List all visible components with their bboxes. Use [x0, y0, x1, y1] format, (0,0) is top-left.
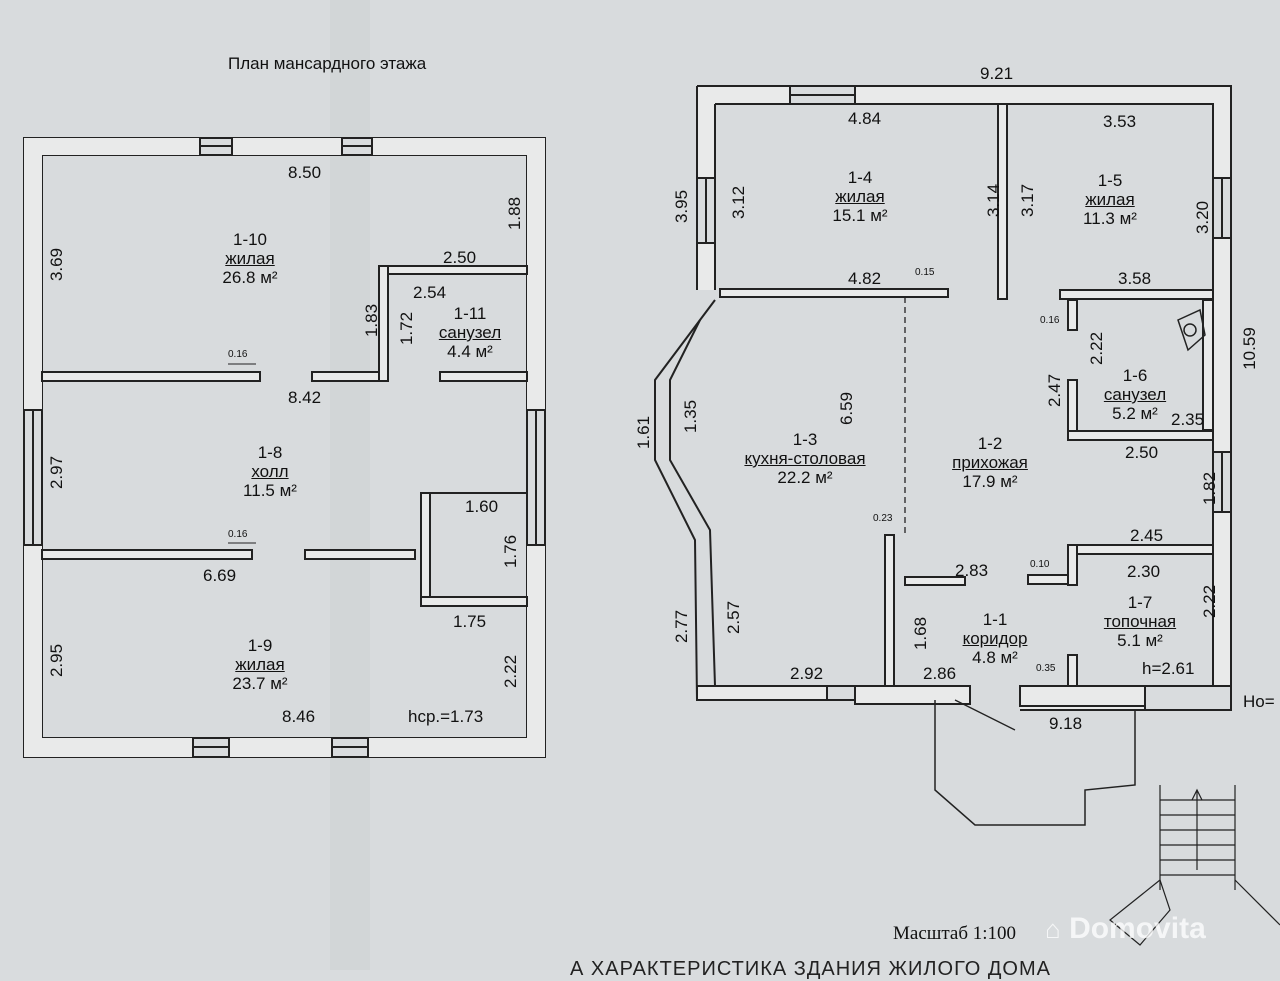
- house-icon: ⌂: [1045, 914, 1061, 944]
- dim-label: 1.60: [465, 497, 499, 516]
- dim-label: 0.23: [873, 513, 893, 524]
- dim-label: 2.77: [672, 609, 692, 644]
- dim-label: 0.10: [1030, 559, 1050, 570]
- dim-label: 3.69: [47, 247, 67, 282]
- dim-label: 3.58: [1118, 269, 1152, 288]
- height-label: hср.=1.73: [408, 707, 484, 726]
- dim-label: 2.97: [47, 455, 67, 490]
- dim-label: 2.22: [501, 654, 521, 689]
- dim-label: 1.76: [501, 534, 521, 569]
- dim-label: 3.14: [984, 183, 1004, 218]
- dim-label: 3.53: [1103, 112, 1137, 131]
- dim-label: 0.16: [228, 349, 248, 360]
- dim-label: 0.16: [228, 529, 248, 540]
- dim-label: 9.21: [980, 64, 1014, 83]
- dim-label: 3.95: [672, 189, 692, 224]
- attic-plan-walls: [23, 137, 546, 758]
- dim-label: 1.68: [911, 616, 931, 651]
- dim-label: 1.75: [453, 612, 487, 631]
- dim-label: 9.18: [1049, 714, 1083, 733]
- dim-label: 2.35: [1171, 410, 1205, 429]
- dim-label: 8.50: [288, 163, 322, 182]
- height-label: Но=: [1243, 692, 1275, 711]
- dim-label: 2.30: [1127, 562, 1161, 581]
- dim-label: 3.17: [1018, 183, 1038, 218]
- dim-label: 1.82: [1200, 471, 1220, 506]
- dim-label: 2.83: [955, 561, 989, 580]
- dim-label: 2.50: [443, 248, 477, 267]
- dim-label: 10.59: [1239, 327, 1259, 370]
- dim-label: 2.22: [1200, 584, 1220, 619]
- dim-label: 2.54: [413, 283, 447, 302]
- dim-label: 1.88: [505, 196, 525, 231]
- dim-label: 2.45: [1130, 526, 1164, 545]
- dim-label: 2.50: [1125, 443, 1159, 462]
- dim-label: 1.61: [634, 415, 654, 450]
- dim-label: 8.42: [288, 388, 322, 407]
- dim-label: 0.35: [1036, 663, 1056, 674]
- dim-label: 2.92: [790, 664, 824, 683]
- dim-label: 4.84: [848, 109, 882, 128]
- dim-label: 2.57: [724, 600, 744, 635]
- dim-label: 0.15: [915, 267, 935, 278]
- dim-label: 1.72: [397, 311, 417, 346]
- dim-label: 8.46: [282, 707, 316, 726]
- dim-label: 1.83: [362, 303, 382, 338]
- dim-label: 2.47: [1045, 373, 1065, 408]
- dim-label: 6.69: [203, 566, 237, 585]
- dim-label: 2.86: [923, 664, 957, 683]
- dim-label: 4.82: [848, 269, 882, 288]
- dim-label: 2.95: [47, 643, 67, 678]
- dim-label: 3.12: [729, 185, 749, 220]
- dim-label: 2.22: [1087, 331, 1107, 366]
- attic-plan-title: План мансардного этажа: [228, 54, 427, 73]
- watermark-logo: ⌂ Domovita: [1045, 912, 1206, 945]
- scale-label: Масштаб 1:100: [893, 923, 1017, 944]
- dim-label: 3.20: [1193, 200, 1213, 235]
- dim-label: 6.59: [837, 391, 857, 426]
- dim-label: 1.35: [681, 399, 701, 434]
- dim-label: 0.16: [1040, 315, 1060, 326]
- height-label: h=2.61: [1142, 659, 1195, 678]
- ground-plan-walls: [654, 85, 1280, 946]
